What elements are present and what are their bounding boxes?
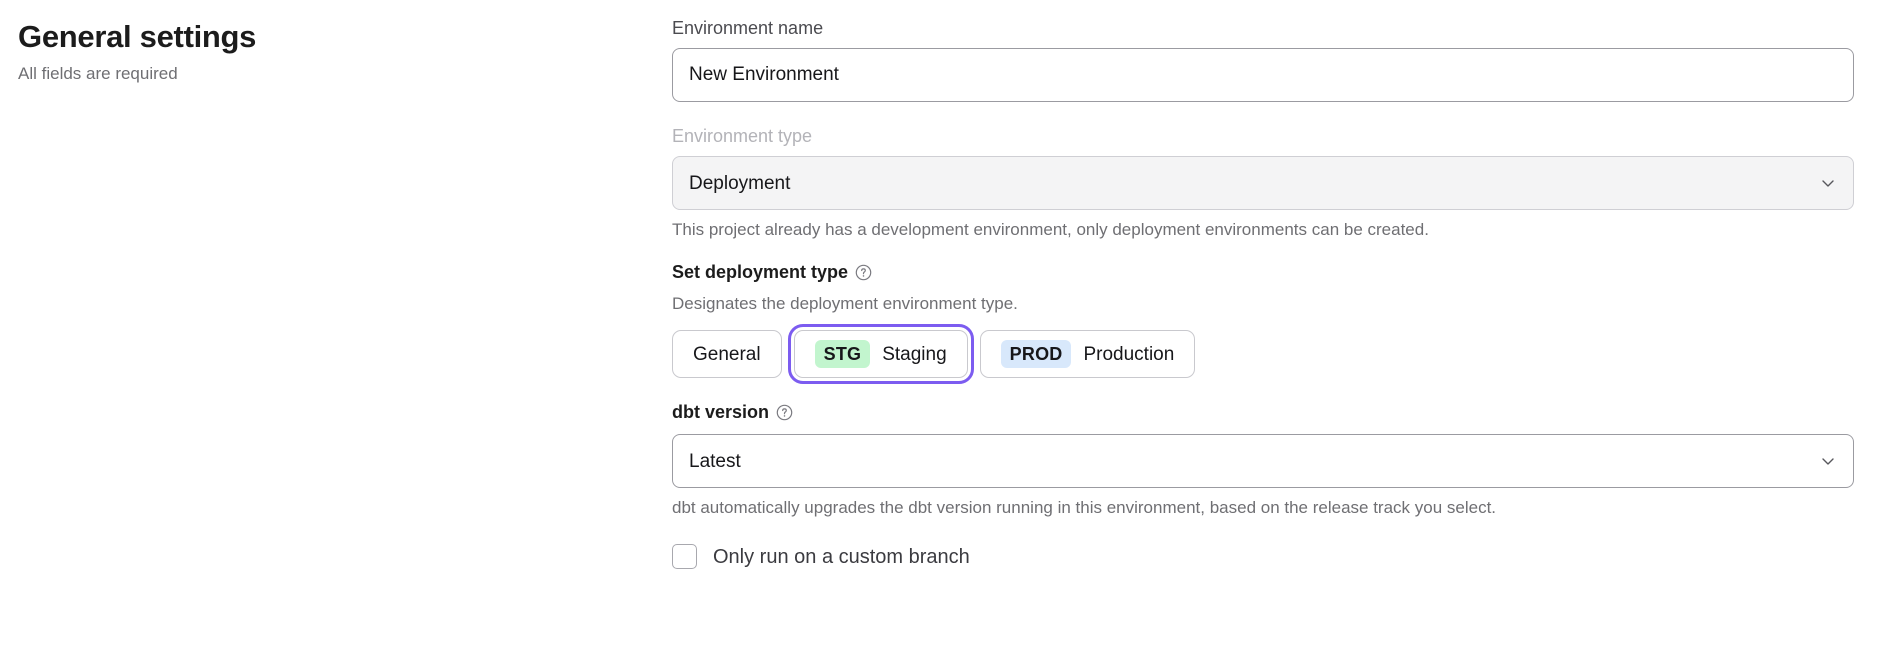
dbt-version-field-group: dbt version Latest dbt aut [672, 400, 1854, 520]
environment-type-field-group: Environment type Deployment This project… [672, 124, 1854, 242]
environment-type-select[interactable]: Deployment [672, 156, 1854, 210]
deployment-type-option-staging-label: Staging [882, 343, 947, 365]
dbt-version-helper-text: dbt automatically upgrades the dbt versi… [672, 498, 1497, 517]
environment-type-value: Deployment [689, 172, 791, 194]
question-circle-icon[interactable] [776, 404, 793, 421]
custom-branch-label[interactable]: Only run on a custom branch [713, 545, 970, 568]
deployment-type-field-group: Set deployment type Designates the deplo… [672, 260, 1854, 384]
deployment-type-option-general-label: General [693, 343, 761, 365]
staging-badge: STG [814, 340, 871, 368]
environment-type-helper-text: This project already has a development e… [672, 220, 1429, 239]
environment-name-label: Environment name [672, 18, 824, 38]
environment-type-label: Environment type [672, 126, 813, 146]
environment-name-field-group: Environment name [672, 16, 1854, 102]
dbt-version-value: Latest [689, 450, 741, 472]
general-settings-form: Environment name Environment type Deploy… [672, 16, 1854, 569]
deployment-type-option-production-label: Production [1083, 343, 1175, 365]
dbt-version-label: dbt version [672, 402, 770, 422]
deployment-type-label-row: Set deployment type [672, 260, 1854, 284]
deployment-type-option-staging[interactable]: STG Staging [787, 324, 974, 384]
page-header: General settings All fields are required [18, 18, 618, 86]
chevron-down-icon [1819, 174, 1837, 192]
custom-branch-checkbox[interactable] [672, 544, 697, 569]
dbt-version-select[interactable]: Latest [672, 434, 1854, 488]
custom-branch-row: Only run on a custom branch [672, 544, 1854, 569]
question-circle-icon[interactable] [855, 264, 872, 281]
page-subtitle: All fields are required [18, 64, 178, 83]
deployment-type-description: Designates the deployment environment ty… [672, 294, 1018, 313]
deployment-type-option-general[interactable]: General [672, 330, 782, 378]
page-title: General settings [18, 19, 257, 54]
deployment-type-option-production[interactable]: PROD Production [979, 330, 1196, 378]
environment-name-input[interactable] [672, 48, 1854, 102]
deployment-type-options: General STG Staging PROD Production [672, 324, 1854, 384]
deployment-type-label: Set deployment type [672, 262, 849, 282]
dbt-version-label-row: dbt version [672, 400, 1854, 424]
production-badge: PROD [1000, 340, 1072, 368]
chevron-down-icon [1819, 452, 1837, 470]
